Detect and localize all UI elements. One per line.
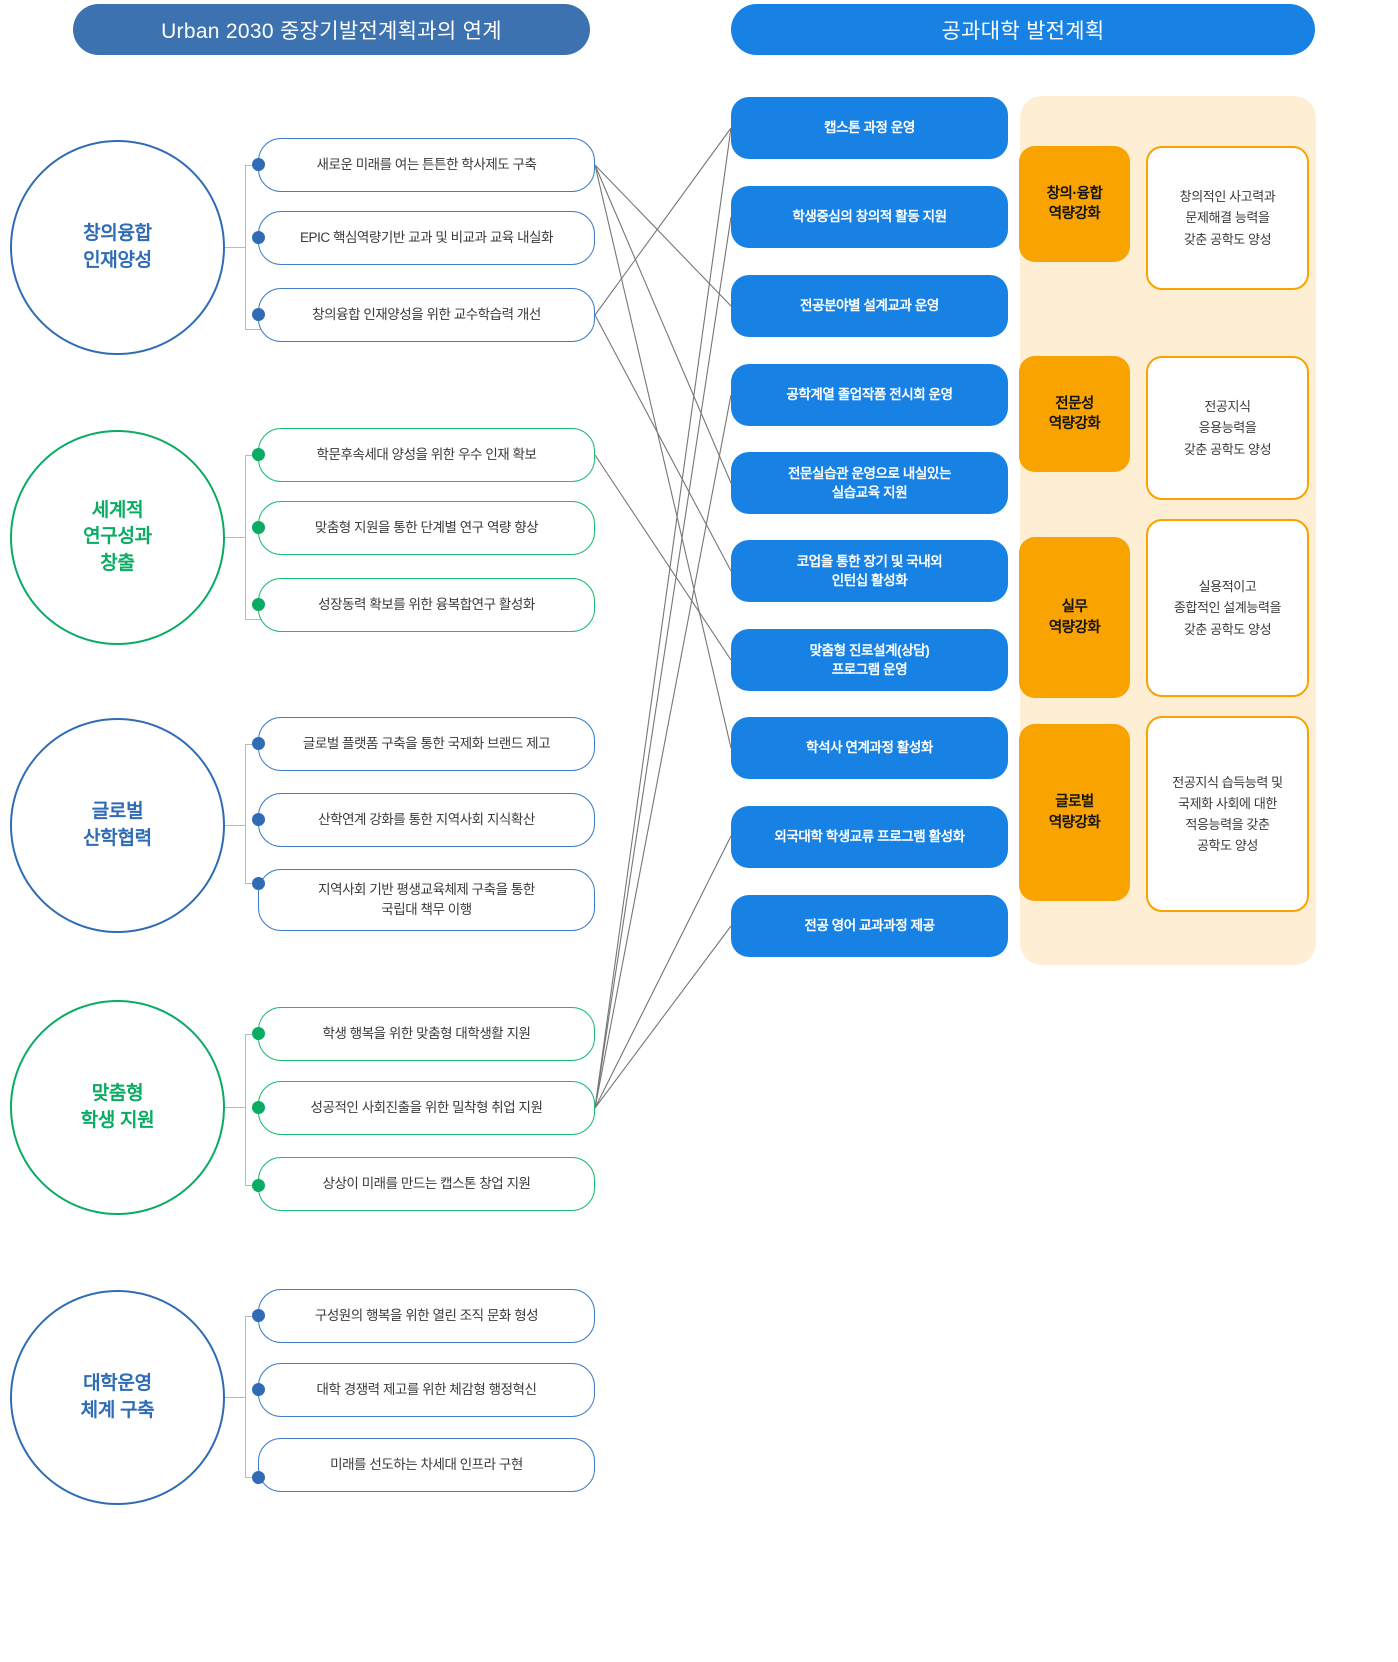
pillar-1-item-2[interactable]: EPIC 핵심역량기반 교과 및 비교과 교육 내실화 <box>258 211 595 265</box>
capability-label-2[interactable]: 전문성 역량강화 <box>1019 356 1130 472</box>
node-dot-4-2 <box>252 1101 265 1114</box>
capability-label-4[interactable]: 글로벌 역량강화 <box>1019 724 1130 901</box>
node-dot-2-2 <box>252 521 265 534</box>
capability-outcome-1: 창의적인 사고력과 문제해결 능력을 갖춘 공학도 양성 <box>1146 146 1309 290</box>
pillar-circle-1[interactable]: 창의융합 인재양성 <box>10 140 225 355</box>
action-box-2[interactable]: 학생중심의 창의적 활동 지원 <box>731 186 1008 248</box>
pillar-2-item-2[interactable]: 맞춤형 지원을 통한 단계별 연구 역량 향상 <box>258 501 595 555</box>
capability-outcome-3: 실용적이고 종합적인 설계능력을 갖춘 공학도 양성 <box>1146 519 1309 697</box>
action-box-6[interactable]: 코업을 통한 장기 및 국내외 인턴십 활성화 <box>731 540 1008 602</box>
pillar-1-item-1[interactable]: 새로운 미래를 여는 튼튼한 학사제도 구축 <box>258 138 595 192</box>
node-dot-5-2 <box>252 1383 265 1396</box>
node-dot-1-1 <box>252 158 265 171</box>
node-dot-3-3 <box>252 877 265 890</box>
pillar-4-item-2[interactable]: 성공적인 사회진출을 위한 밀착형 취업 지원 <box>258 1081 595 1135</box>
action-box-7[interactable]: 맞춤형 진로설계(상담) 프로그램 운영 <box>731 629 1008 691</box>
pillar-stem-3 <box>225 825 245 827</box>
pillar-circle-3[interactable]: 글로벌 산학협력 <box>10 718 225 933</box>
pillar-3-item-3[interactable]: 지역사회 기반 평생교육체제 구축을 통한 국립대 책무 이행 <box>258 869 595 931</box>
capability-label-3[interactable]: 실무 역량강화 <box>1019 537 1130 698</box>
pillar-5-item-2[interactable]: 대학 경쟁력 제고를 위한 체감형 행정혁신 <box>258 1363 595 1417</box>
pillar-4-item-3[interactable]: 상상이 미래를 만드는 캡스톤 창업 지원 <box>258 1157 595 1211</box>
pillar-5-item-3[interactable]: 미래를 선도하는 차세대 인프라 구현 <box>258 1438 595 1492</box>
pillar-circle-2[interactable]: 세계적 연구성과 창출 <box>10 430 225 645</box>
node-dot-4-3 <box>252 1179 265 1192</box>
pillar-3-item-2[interactable]: 산학연계 강화를 통한 지역사회 지식확산 <box>258 793 595 847</box>
pillar-2-item-3[interactable]: 성장동력 확보를 위한 융복합연구 활성화 <box>258 578 595 632</box>
action-box-4[interactable]: 공학계열 졸업작품 전시회 운영 <box>731 364 1008 426</box>
action-box-9[interactable]: 외국대학 학생교류 프로그램 활성화 <box>731 806 1008 868</box>
action-box-10[interactable]: 전공 영어 교과과정 제공 <box>731 895 1008 957</box>
pillar-circle-5[interactable]: 대학운영 체계 구축 <box>10 1290 225 1505</box>
capability-outcome-4: 전공지식 습득능력 및 국제화 사회에 대한 적응능력을 갖춘 공학도 양성 <box>1146 716 1309 912</box>
capability-outcome-2: 전공지식 응용능력을 갖춘 공학도 양성 <box>1146 356 1309 500</box>
node-dot-2-3 <box>252 598 265 611</box>
pillar-5-item-1[interactable]: 구성원의 행복을 위한 열린 조직 문화 형성 <box>258 1289 595 1343</box>
capability-label-1[interactable]: 창의·융합 역량강화 <box>1019 146 1130 262</box>
action-box-5[interactable]: 전문실습관 운영으로 내실있는 실습교육 지원 <box>731 452 1008 514</box>
pillar-4-item-1[interactable]: 학생 행복을 위한 맞춤형 대학생활 지원 <box>258 1007 595 1061</box>
action-box-3[interactable]: 전공분야별 설계교과 운영 <box>731 275 1008 337</box>
node-dot-4-1 <box>252 1027 265 1040</box>
node-dot-3-2 <box>252 813 265 826</box>
node-dot-5-3 <box>252 1471 265 1484</box>
pillar-circle-4[interactable]: 맞춤형 학생 지원 <box>10 1000 225 1215</box>
pillar-2-item-1[interactable]: 학문후속세대 양성을 위한 우수 인재 확보 <box>258 428 595 482</box>
pillar-stem-5 <box>225 1397 245 1399</box>
action-box-1[interactable]: 캡스톤 과정 운영 <box>731 97 1008 159</box>
pillar-stem-1 <box>225 247 245 249</box>
node-dot-5-1 <box>252 1309 265 1322</box>
node-dot-1-2 <box>252 231 265 244</box>
pillar-stem-2 <box>225 537 245 539</box>
node-dot-2-1 <box>252 448 265 461</box>
node-dot-3-1 <box>252 737 265 750</box>
action-box-8[interactable]: 학석사 연계과정 활성화 <box>731 717 1008 779</box>
header-left-title: Urban 2030 중장기발전계획과의 연계 <box>73 4 590 55</box>
pillar-1-item-3[interactable]: 창의융합 인재양성을 위한 교수학습력 개선 <box>258 288 595 342</box>
node-dot-1-3 <box>252 308 265 321</box>
pillar-3-item-1[interactable]: 글로벌 플랫폼 구축을 통한 국제화 브랜드 제고 <box>258 717 595 771</box>
header-right-title: 공과대학 발전계획 <box>731 4 1315 55</box>
pillar-stem-4 <box>225 1107 245 1109</box>
